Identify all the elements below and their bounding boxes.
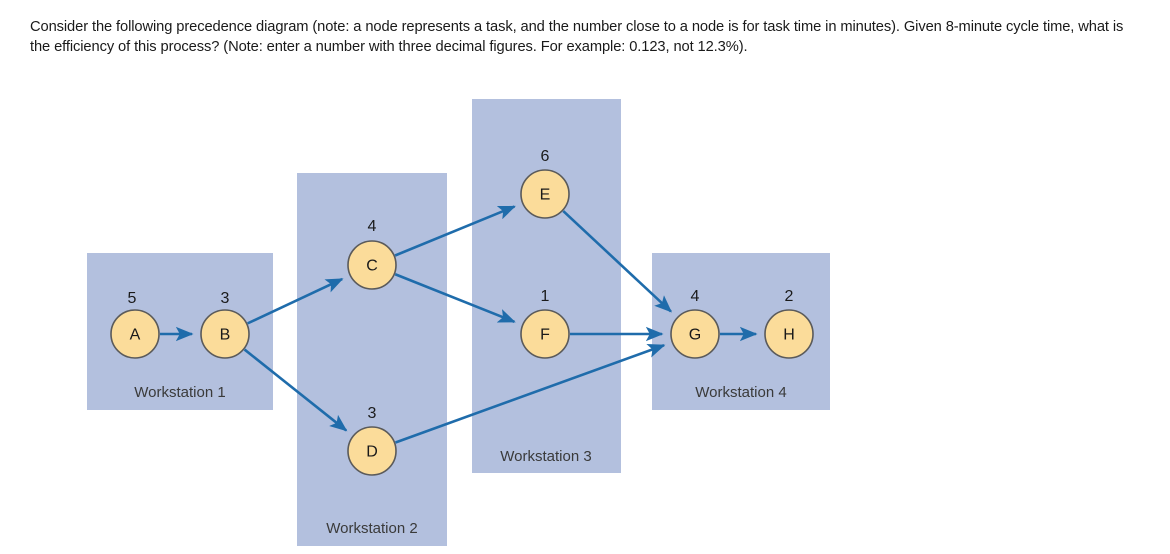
question-text: Consider the following precedence diagra… bbox=[30, 19, 1124, 56]
node-label-F: F bbox=[540, 327, 550, 344]
node-circle-F bbox=[520, 309, 570, 359]
task-node-G: G4 bbox=[670, 288, 720, 359]
workstation-label-ws4: Workstation 4 bbox=[695, 384, 786, 401]
node-label-D: D bbox=[366, 444, 378, 461]
workstation-labels: Workstation 1 Workstation 2 Workstation 3 W… bbox=[134, 384, 786, 537]
task-node-D: D3 bbox=[347, 405, 397, 476]
task-time-E: 6 bbox=[541, 148, 550, 165]
node-label-H: H bbox=[783, 327, 795, 344]
task-node-H: H2 bbox=[764, 288, 814, 359]
task-time-B: 3 bbox=[221, 290, 230, 307]
task-time-D: 3 bbox=[368, 405, 377, 422]
task-time-A: 5 bbox=[128, 290, 137, 307]
node-circle-D bbox=[347, 426, 397, 476]
task-time-G: 4 bbox=[691, 288, 700, 305]
node-circle-C bbox=[347, 240, 397, 290]
task-node-A: A5 bbox=[110, 290, 160, 359]
node-circle-E bbox=[520, 169, 570, 219]
node-circle-G bbox=[670, 309, 720, 359]
workstation-label-ws2: Workstation 2 bbox=[326, 520, 417, 537]
node-circle-A bbox=[110, 309, 160, 359]
workstation-label-ws1: Workstation 1 bbox=[134, 384, 225, 401]
task-time-C: 4 bbox=[368, 218, 377, 235]
workstation-panel-ws3 bbox=[472, 99, 621, 473]
edge-C-to-F bbox=[394, 273, 516, 323]
task-time-F: 1 bbox=[541, 288, 550, 305]
workstation-panels bbox=[87, 99, 830, 546]
node-label-B: B bbox=[220, 327, 231, 344]
node-circle-H bbox=[764, 309, 814, 359]
edge-B-to-D bbox=[243, 348, 348, 432]
node-label-E: E bbox=[540, 187, 551, 204]
workstation-label-ws3: Workstation 3 bbox=[500, 448, 591, 465]
edge-E-to-G bbox=[562, 210, 673, 313]
workstation-panel-ws2 bbox=[297, 173, 447, 546]
edge-B-to-C bbox=[247, 277, 344, 325]
node-label-G: G bbox=[689, 327, 701, 344]
node-circle-B bbox=[200, 309, 250, 359]
task-time-H: 2 bbox=[785, 288, 794, 305]
task-node-C: C4 bbox=[347, 218, 397, 290]
node-label-C: C bbox=[366, 258, 378, 275]
task-node-F: F1 bbox=[520, 288, 570, 359]
task-node-E: E6 bbox=[520, 148, 570, 219]
precedence-edges bbox=[160, 205, 758, 444]
edge-C-to-E bbox=[394, 205, 516, 257]
node-label-A: A bbox=[130, 327, 141, 344]
task-node-B: B3 bbox=[200, 290, 250, 359]
edge-D-to-G bbox=[395, 344, 666, 444]
